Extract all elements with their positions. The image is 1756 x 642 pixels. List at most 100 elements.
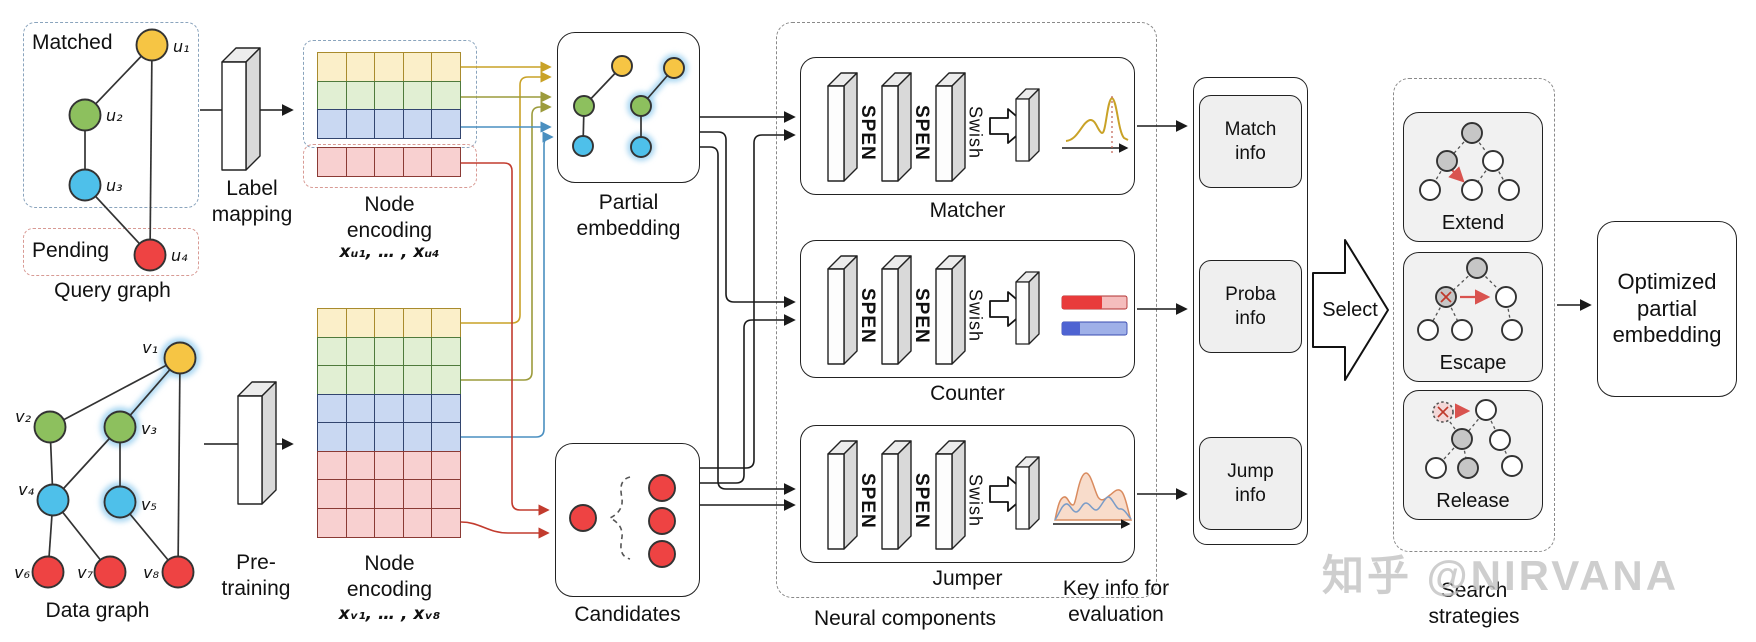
encoding-cell-blue [317,422,347,452]
data-node-v8 [161,555,195,589]
encoding-cell-green [317,80,347,111]
encoding-cell-blue [431,422,461,452]
encoding-cell-green [345,336,376,367]
data-node-v2 [33,410,67,444]
counter-title: Counter [930,382,1005,405]
encoding-cell-red [317,450,347,481]
match-info-label: Match info [1224,118,1277,164]
encoding-row-yellow [317,52,461,82]
node-encoding-bottom-formula: xᵥ₁, … , xᵥ₈ [338,604,441,624]
jumper-layer1-label: SPEN [857,473,878,529]
data-node-v7-label: v₇ [77,563,93,582]
encoding-cell-green [345,80,376,111]
encoding-cell-green [431,80,461,111]
encoding-row-red [317,450,461,481]
data-node-v6 [31,555,65,589]
watermark: 知乎 @NIRVANA [1322,552,1680,599]
data-node-v3 [103,410,137,444]
encoding-cell-red [402,507,433,538]
data-node-v6-label: v₆ [14,563,30,582]
matcher-title: Matcher [929,199,1006,222]
encoding-cell-red [374,507,404,538]
encoding-cell-red [345,450,376,481]
encoding-cell-yellow [402,52,433,82]
pending-label: Pending [32,239,110,262]
wire-red-query [461,162,550,516]
jumper-layer2-label: SPEN [911,473,932,529]
encoding-cell-green [431,336,461,367]
select-label: Select [1322,299,1378,321]
encoding-row-red [317,147,461,177]
data-node-v8-label: v₈ [143,563,159,582]
data-node-v1-label: v₁ [142,338,158,357]
candidates-box [555,443,700,597]
encoding-cell-green [345,365,376,395]
search-strategies-dashed-box [1393,78,1555,552]
escape-card: Escape [1403,252,1543,382]
node-encoding-grid-data [317,308,461,538]
match-info-item: Match info [1199,95,1302,188]
data-graph-title: Data graph [45,599,150,622]
encoding-cell-blue [402,422,433,452]
counter-layer1-label: SPEN [857,288,878,344]
proba-info-label: Proba info [1225,283,1276,329]
jump-info-label: Jump info [1227,460,1274,506]
encoding-cell-yellow [317,308,347,338]
matcher-layer3-label: Swish [965,106,986,160]
encoding-cell-yellow [345,308,376,338]
node-encoding-top-label: Node encoding [346,193,433,242]
data-node-v5-label: v₅ [141,495,157,514]
encoding-cell-blue [374,393,404,424]
encoding-cell-blue [345,109,376,139]
encoding-cell-yellow [345,52,376,82]
partial-embedding-label: Partial embedding [576,191,681,240]
encoding-cell-red [402,147,433,177]
partial-embedding-box [557,32,700,183]
node-encoding-bottom-label: Node encoding [346,552,433,601]
wire-red-data [460,521,550,539]
encoding-cell-red [374,450,404,481]
encoding-cell-blue [402,393,433,424]
encoding-cell-green [431,365,461,395]
escape-label: Escape [1439,352,1507,374]
encoding-cell-red [317,507,347,538]
proba-info-item: Proba info [1199,260,1302,353]
encoding-cell-green [317,336,347,367]
extend-label: Extend [1441,212,1505,234]
matched-label: Matched [32,31,113,54]
encoding-cell-blue [317,393,347,424]
matcher-layer2-label: SPEN [911,105,932,161]
encoding-row-yellow [317,308,461,338]
encoding-cell-yellow [431,308,461,338]
encoding-row-green [317,365,461,395]
encoding-cell-green [402,365,433,395]
encoding-cell-red [374,147,404,177]
counter-layer2-label: SPEN [911,288,932,344]
label-mapping-block [200,47,294,171]
encoding-cell-green [402,336,433,367]
pre-training-label: Pre-training [221,551,291,600]
query-graph-title: Query graph [54,279,171,302]
counter-layer3-label: Swish [965,289,986,343]
encoding-cell-red [431,147,461,177]
encoding-cell-blue [431,109,461,139]
optimized-embedding-box: Optimized partial embedding [1597,221,1737,397]
data-node-v4 [36,483,70,517]
encoding-cell-blue [345,393,376,424]
encoding-row-blue [317,109,461,139]
encoding-cell-yellow [402,308,433,338]
encoding-cell-red [345,479,376,509]
search-strategies-title: Search strategies [1428,579,1520,628]
key-info-title: Key info for evaluation [1062,577,1170,626]
encoding-cell-red [431,450,461,481]
encoding-row-blue [317,422,461,452]
encoding-cell-yellow [374,52,404,82]
encoding-cell-green [317,365,347,395]
encoding-cell-blue [374,422,404,452]
encoding-cell-green [402,80,433,111]
candidates-label: Candidates [574,603,681,626]
pre-training-block [204,381,294,505]
jumper-title: Jumper [932,567,1003,590]
encoding-cell-red [317,479,347,509]
